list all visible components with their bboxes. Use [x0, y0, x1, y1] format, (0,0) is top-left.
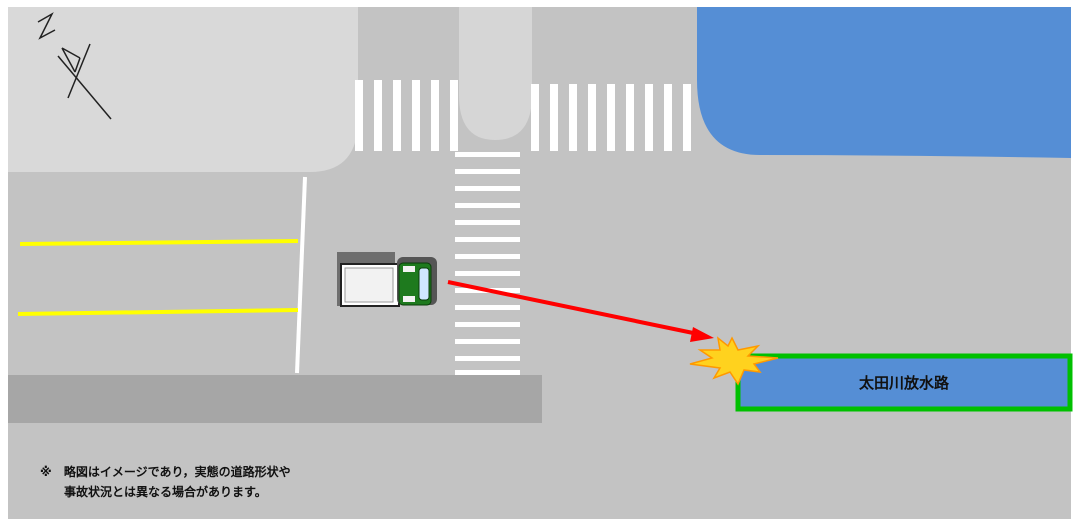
note-mark: ※ [40, 465, 52, 479]
median-island [459, 7, 532, 140]
sidewalk [8, 375, 542, 423]
collision-icon [689, 336, 779, 386]
river-label: 太田川放水路 [858, 374, 949, 392]
river-area [697, 7, 1071, 158]
trajectory-arrow [447, 280, 714, 342]
building-block-left [8, 7, 358, 172]
crosswalk-top [355, 80, 691, 151]
note-line1: 略図はイメージであり，実態の道路形状や [63, 465, 291, 479]
truck-icon [337, 252, 437, 307]
note-line2: 事故状況とは異なる場合があります。 [64, 485, 267, 499]
disclaimer-note: ※ 略図はイメージであり，実態の道路形状や 事故状況とは異なる場合があります。 [40, 462, 460, 502]
lane-line-upper [19, 239, 299, 246]
lane-line-lower [17, 308, 299, 316]
stop-line [295, 176, 307, 374]
north-arrow-icon [37, 12, 112, 120]
